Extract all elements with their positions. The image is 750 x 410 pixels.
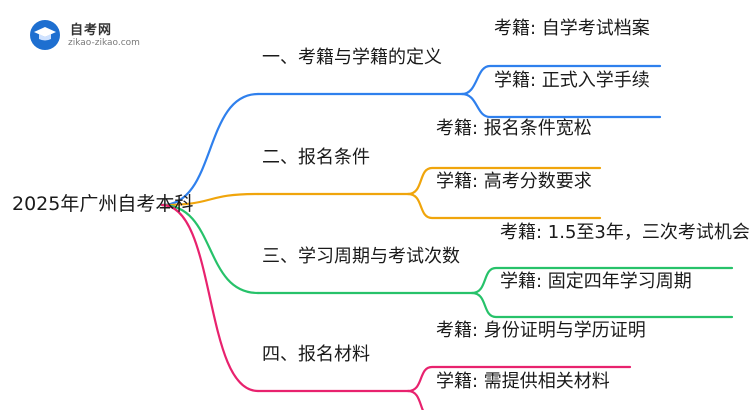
site-logo: 自考网 zikao-zikao.com — [30, 18, 150, 58]
branch-4-label: 四、报名材料 — [262, 344, 370, 365]
branch-4-leaf-2: 学籍: 需提供相关材料 — [436, 371, 610, 392]
logo-name: 自考网 — [70, 23, 113, 38]
branch-3-connector — [160, 203, 260, 295]
branch-4-leaf-1-connector — [406, 365, 632, 393]
branch-1-connector — [160, 92, 260, 207]
branch-2-leaf-1-connector — [406, 166, 602, 196]
branch-3-leaf-1-connector — [470, 266, 734, 295]
graduation-cap-icon — [30, 20, 60, 50]
branch-2-leaf-2-connector — [406, 192, 602, 220]
branch-3-leaf-2: 学籍: 固定四年学习周期 — [500, 271, 692, 292]
branch-3-leaf-2-connector — [470, 291, 734, 319]
branch-2-leaf-1: 考籍: 报名条件宽松 — [436, 118, 592, 139]
branch-2-connector — [160, 192, 260, 207]
branch-1-leaf-2-connector — [460, 92, 662, 119]
branch-4-connector — [160, 203, 260, 393]
logo-url: zikao-zikao.com — [68, 38, 140, 48]
branch-4-leaf-1: 考籍: 身份证明与学历证明 — [436, 320, 646, 341]
branch-2-label: 二、报名条件 — [262, 147, 370, 168]
branch-3-leaf-1: 考籍: 1.5至3年，三次考试机会 — [500, 222, 750, 243]
root-node: 2025年广州自考本科 — [12, 193, 194, 215]
branch-1-leaf-1-connector — [460, 64, 662, 96]
branch-1-leaf-2: 学籍: 正式入学手续 — [494, 70, 650, 91]
branch-1-label: 一、考籍与学籍的定义 — [262, 47, 442, 68]
branch-1-leaf-1: 考籍: 自学考试档案 — [494, 18, 650, 39]
branch-2-leaf-2: 学籍: 高考分数要求 — [436, 171, 592, 192]
branch-4-leaf-2-connector — [406, 389, 424, 410]
branch-3-label: 三、学习周期与考试次数 — [262, 246, 460, 267]
